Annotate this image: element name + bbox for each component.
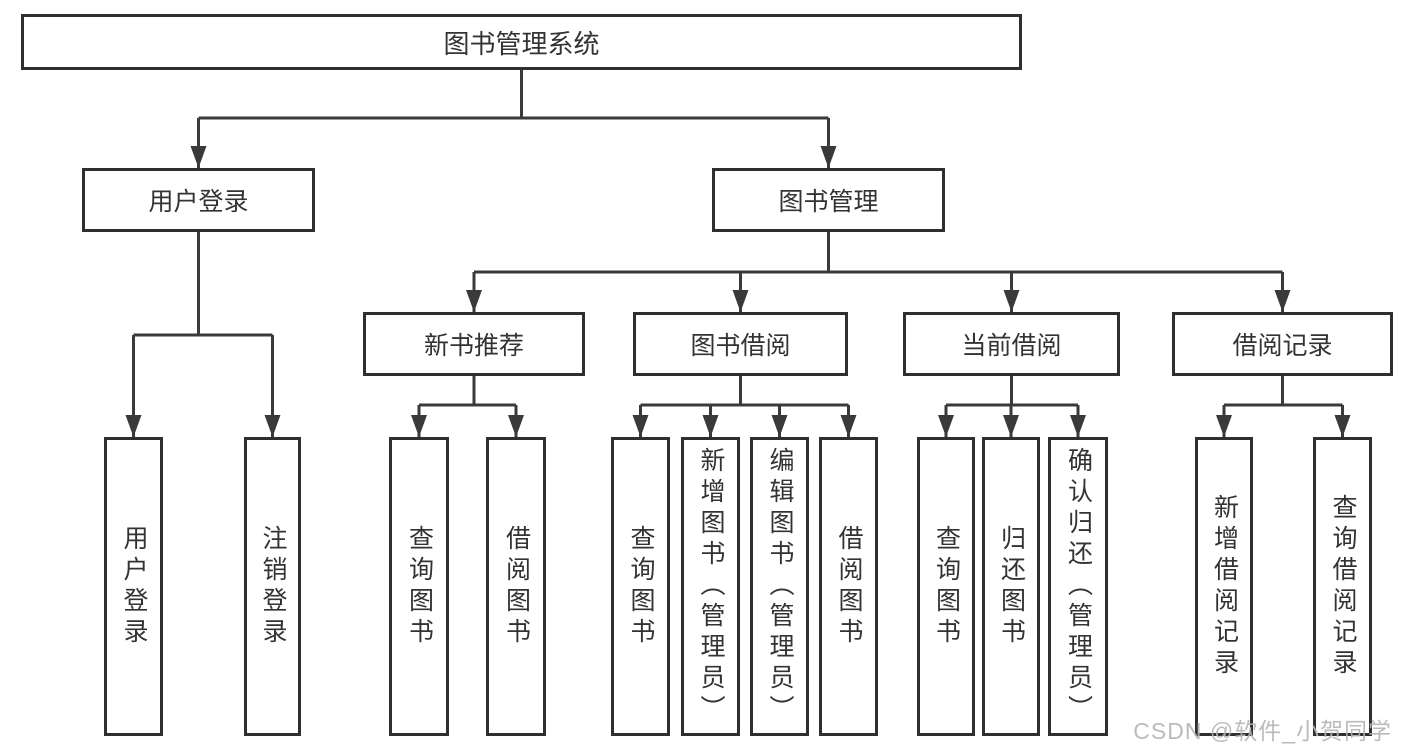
node-leaf-logout: 注销登录 (244, 437, 301, 736)
node-leaf-confirm-return-admin: 确认归还（管理员） (1048, 437, 1108, 736)
node-leaf-borrow-books-2: 借阅图书 (819, 437, 878, 736)
watermark: CSDN @软件_小贺同学 (1133, 718, 1392, 744)
node-library-system: 图书管理系统 (21, 14, 1022, 70)
node-leaf-query-books-1: 查询图书 (389, 437, 449, 736)
node-current-borrow: 当前借阅 (903, 312, 1120, 376)
node-book-borrow: 图书借阅 (633, 312, 848, 376)
node-leaf-query-books-3: 查询图书 (917, 437, 975, 736)
node-book-management: 图书管理 (712, 168, 945, 232)
node-leaf-query-borrow-record: 查询借阅记录 (1313, 437, 1372, 736)
node-new-book-recommend: 新书推荐 (363, 312, 585, 376)
node-leaf-user-login: 用户登录 (104, 437, 163, 736)
node-borrow-records: 借阅记录 (1172, 312, 1393, 376)
node-leaf-add-books-admin: 新增图书（管理员） (681, 437, 740, 736)
node-leaf-add-borrow-record: 新增借阅记录 (1195, 437, 1253, 736)
node-user-login: 用户登录 (82, 168, 315, 232)
node-leaf-edit-books-admin: 编辑图书（管理员） (750, 437, 809, 736)
node-leaf-return-books: 归还图书 (982, 437, 1040, 736)
node-leaf-borrow-books-1: 借阅图书 (486, 437, 546, 736)
node-leaf-query-books-2: 查询图书 (611, 437, 670, 736)
